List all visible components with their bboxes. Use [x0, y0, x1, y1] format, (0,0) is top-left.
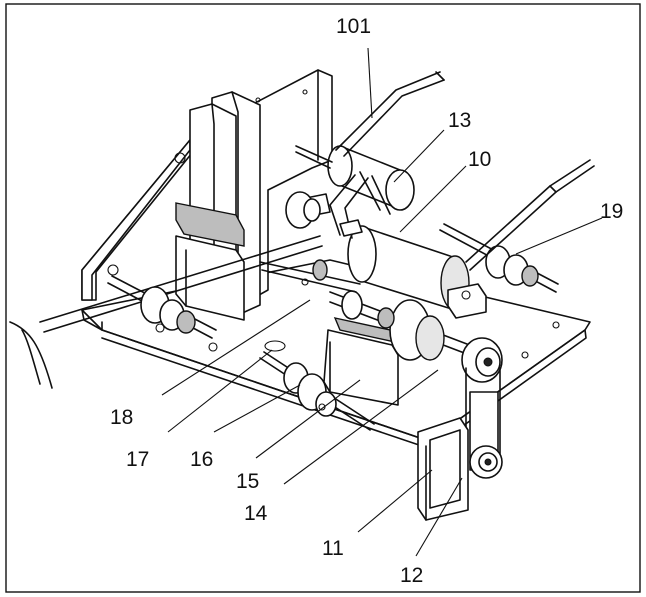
label-15: 15	[236, 470, 259, 493]
label-17: 17	[126, 448, 149, 471]
label-18: 18	[110, 406, 133, 429]
label-12: 12	[400, 564, 423, 587]
label-19: 19	[600, 200, 623, 223]
center-block	[323, 317, 399, 406]
rod-collar	[312, 259, 328, 281]
upper-left-bearing	[285, 191, 321, 229]
figure-border	[5, 3, 641, 593]
label-13: 13	[448, 109, 471, 132]
cross-rod	[259, 261, 361, 293]
long-rod	[39, 235, 323, 333]
label-101: 101	[336, 15, 371, 38]
label-11: 11	[322, 537, 344, 560]
pulley-shaft	[329, 290, 489, 363]
clamp-blocks	[175, 202, 245, 321]
right-arm	[439, 159, 595, 293]
lower-pulley	[469, 445, 503, 479]
top-motor	[295, 145, 415, 211]
top-lever	[335, 71, 445, 157]
cable	[9, 321, 53, 389]
shaft-16	[259, 351, 375, 431]
label-14: 14	[244, 502, 268, 525]
right-bearing-block	[447, 283, 487, 319]
left-bearing	[107, 275, 217, 339]
label-10: 10	[468, 148, 491, 171]
motor-bracket	[417, 417, 469, 521]
upper-pulley	[461, 337, 503, 383]
leader-lines	[161, 47, 603, 557]
label-16: 16	[190, 448, 213, 471]
